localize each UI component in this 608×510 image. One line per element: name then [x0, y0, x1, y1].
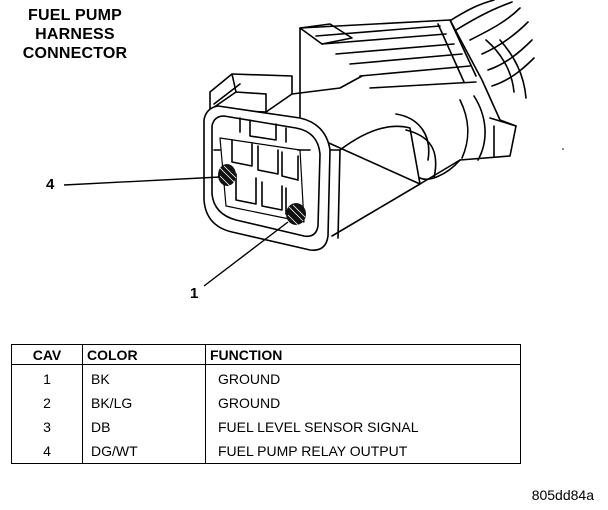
figure-code: 805dd84a [531, 487, 594, 503]
cell-function: GROUND [205, 364, 521, 391]
speck [562, 148, 564, 150]
diagram-title: FUEL PUMP HARNESS CONNECTOR [10, 6, 140, 63]
cell-color: BK [82, 364, 206, 391]
title-line-3: CONNECTOR [22, 45, 128, 62]
terminal-cavity-4 [218, 164, 237, 187]
cell-cav: 3 [11, 415, 83, 439]
cell-cav: 2 [11, 391, 83, 415]
connector-front-face [203, 105, 421, 252]
table-header-row: CAV COLOR FUNCTION [11, 344, 521, 365]
cell-function: FUEL LEVEL SENSOR SIGNAL [205, 415, 521, 439]
table-row: 3 DB FUEL LEVEL SENSOR SIGNAL [11, 415, 521, 439]
pinout-table: CAV COLOR FUNCTION 1 BK GROUND 2 BK/LG G… [11, 344, 521, 464]
connector-illustration [63, 0, 564, 287]
header-cav: CAV [11, 344, 83, 365]
cell-function: FUEL PUMP RELAY OUTPUT [205, 439, 521, 464]
cell-color: BK/LG [82, 391, 206, 415]
harness-wires [447, 0, 535, 99]
title-line-2: HARNESS [35, 26, 115, 43]
table-row: 2 BK/LG GROUND [11, 391, 521, 415]
leader-line-4 [63, 176, 221, 186]
cell-color: DB [82, 415, 206, 439]
cell-cav: 1 [11, 364, 83, 391]
header-color: COLOR [82, 344, 206, 365]
connector-rear-body [299, 19, 517, 185]
cell-cav: 4 [11, 439, 83, 464]
callout-4: 4 [46, 176, 55, 193]
header-function: FUNCTION [205, 344, 521, 365]
title-line-1: FUEL PUMP [28, 7, 122, 24]
cell-color: DG/WT [82, 439, 206, 464]
terminal-cavity-1 [286, 203, 306, 226]
callout-1: 1 [190, 285, 199, 302]
cell-function: GROUND [205, 391, 521, 415]
leader-line-1 [203, 221, 289, 287]
table-row: 1 BK GROUND [11, 364, 521, 391]
table-row: 4 DG/WT FUEL PUMP RELAY OUTPUT [11, 439, 521, 464]
